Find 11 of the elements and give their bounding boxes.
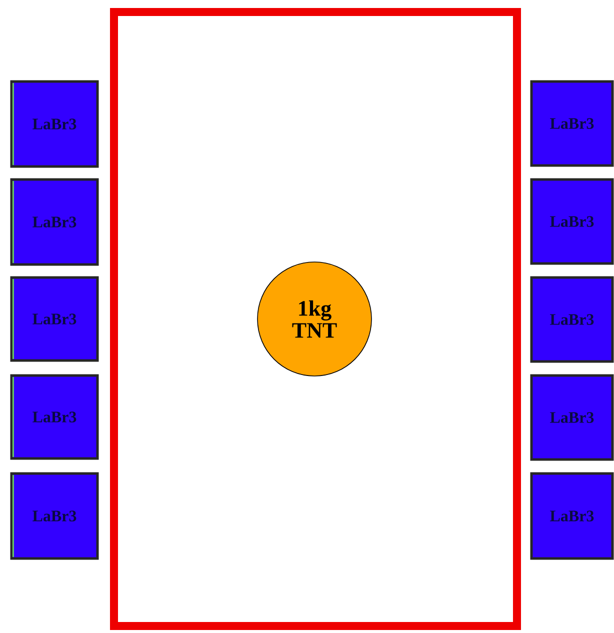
detector-box: LaBr3 [530,472,614,560]
detector-box: LaBr3 [10,276,99,362]
detector-box: LaBr3 [530,276,614,363]
detector-box: LaBr3 [10,178,99,266]
detector-box: LaBr3 [530,80,614,167]
detector-box: LaBr3 [530,374,614,461]
detector-box: LaBr3 [530,178,614,265]
detector-box: LaBr3 [10,472,99,560]
detector-box: LaBr3 [10,374,99,460]
container-frame [110,8,521,630]
detector-box: LaBr3 [10,80,99,168]
